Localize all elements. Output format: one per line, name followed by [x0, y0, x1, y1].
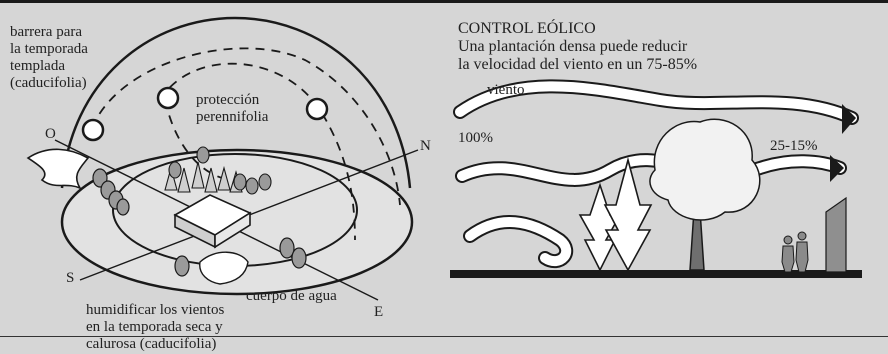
wind-control-diagram	[450, 79, 862, 278]
wall-icon	[825, 196, 847, 273]
panel-subtitle: Una plantación densa puede reducir la ve…	[458, 38, 698, 73]
sun-icon	[156, 86, 180, 110]
deciduous-trees-west	[92, 168, 130, 216]
west-label: O	[45, 126, 56, 142]
house-icon	[173, 194, 252, 249]
east-label: E	[374, 304, 384, 320]
protection-label: protección perennifolia	[196, 92, 269, 125]
top-border	[0, 0, 888, 3]
sun-path-winter	[164, 99, 231, 181]
conifer-trees	[578, 156, 653, 272]
ground-line	[450, 270, 862, 278]
deciduous-trees-south	[174, 237, 307, 277]
wind-label: viento	[487, 82, 525, 98]
bottom-border	[0, 336, 888, 337]
south-label: S	[66, 270, 75, 286]
evergreen-cluster	[164, 146, 272, 195]
deciduous-tree-large	[649, 118, 761, 271]
water-body	[199, 251, 249, 285]
dome-outline	[60, 16, 412, 189]
percent-in-label: 100%	[458, 130, 493, 146]
sun-icon	[81, 118, 105, 142]
wind-flag-icon	[26, 148, 90, 190]
water-label: cuerpo de agua	[246, 288, 337, 304]
panel-title: CONTROL EÓLICO	[458, 20, 596, 37]
percent-out-label: 25-15%	[770, 138, 818, 154]
wind-arrowhead-top	[842, 104, 856, 134]
sun-icon	[305, 97, 329, 121]
sun-path-summer	[91, 47, 401, 206]
sun-markers	[81, 86, 329, 142]
barrier-label: barrera para la temporada templada (cadu…	[10, 24, 88, 91]
north-label: N	[420, 138, 431, 154]
humidify-label: humidificar los vientos en la temporada …	[86, 302, 225, 352]
people-icon	[781, 231, 809, 273]
wind-arrowhead-mid	[830, 155, 844, 182]
